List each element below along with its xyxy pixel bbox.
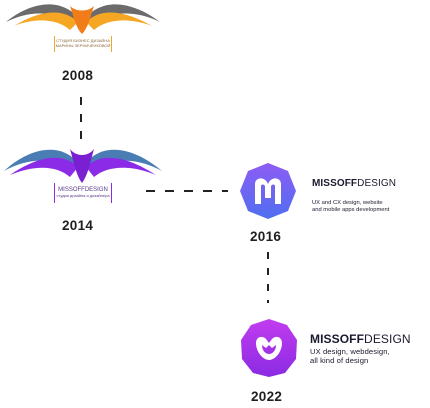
year-2016: 2016 — [250, 229, 282, 244]
desc-2016-line1: UX and CX design, website — [312, 200, 383, 206]
year-2008: 2008 — [62, 68, 94, 83]
desc-2016: UX and CX design, website and mobile app… — [312, 200, 389, 214]
logo-2008-caption-line2: МАРИНЫ ЗЕРНИЧЕНКОВОЙ — [55, 42, 111, 48]
m-heart-monogram-icon — [241, 319, 297, 377]
brand-2022-bold: MISSOFF — [310, 332, 365, 346]
brand-2016-bold: MISSOFF — [312, 178, 358, 189]
logo-2022-badge — [239, 318, 299, 378]
m-monogram-icon — [240, 163, 296, 219]
logo-2014-caption-line2: студия дизайна и дизайнера — [56, 193, 110, 198]
logo-2008-caption-frame: СТУДИЯ БИЗНЕС ДИЗАЙНА МАРИНЫ ЗЕРНИЧЕНКОВ… — [54, 36, 112, 52]
desc-2022-line2: all kind of design — [310, 355, 369, 365]
logo-2008-caption-line1: СТУДИЯ БИЗНЕС ДИЗАЙНА — [56, 38, 110, 43]
brand-2016-light: DESIGN — [357, 178, 397, 189]
logo-2014-caption-frame: MISSOFFDESIGN студия дизайна и дизайнера — [54, 183, 112, 203]
year-2014: 2014 — [62, 218, 94, 233]
desc-2022-line1: UX design, webdesign, — [310, 347, 390, 356]
year-2022: 2022 — [251, 389, 283, 404]
logo-2008: СТУДИЯ БИЗНЕС ДИЗАЙНА МАРИНЫ ЗЕРНИЧЕНКОВ… — [0, 0, 165, 60]
brand-2016: MISSOFFDESIGN — [312, 178, 396, 189]
brand-2022-light: DESIGN — [364, 332, 411, 346]
brand-2022: MISSOFFDESIGN — [310, 332, 411, 346]
ram-horns-logo-icon — [4, 149, 162, 183]
desc-2016-line2: and mobile apps development — [312, 207, 390, 213]
logo-2014: MISSOFFDESIGN студия дизайна и дизайнера — [0, 145, 165, 210]
ram-horns-logo-icon — [6, 4, 160, 34]
logo-2014-caption-line1: MISSOFFDESIGN — [58, 187, 108, 193]
desc-2022: UX design, webdesign, all kind of design — [310, 347, 390, 365]
logo-2016-badge — [239, 162, 297, 220]
